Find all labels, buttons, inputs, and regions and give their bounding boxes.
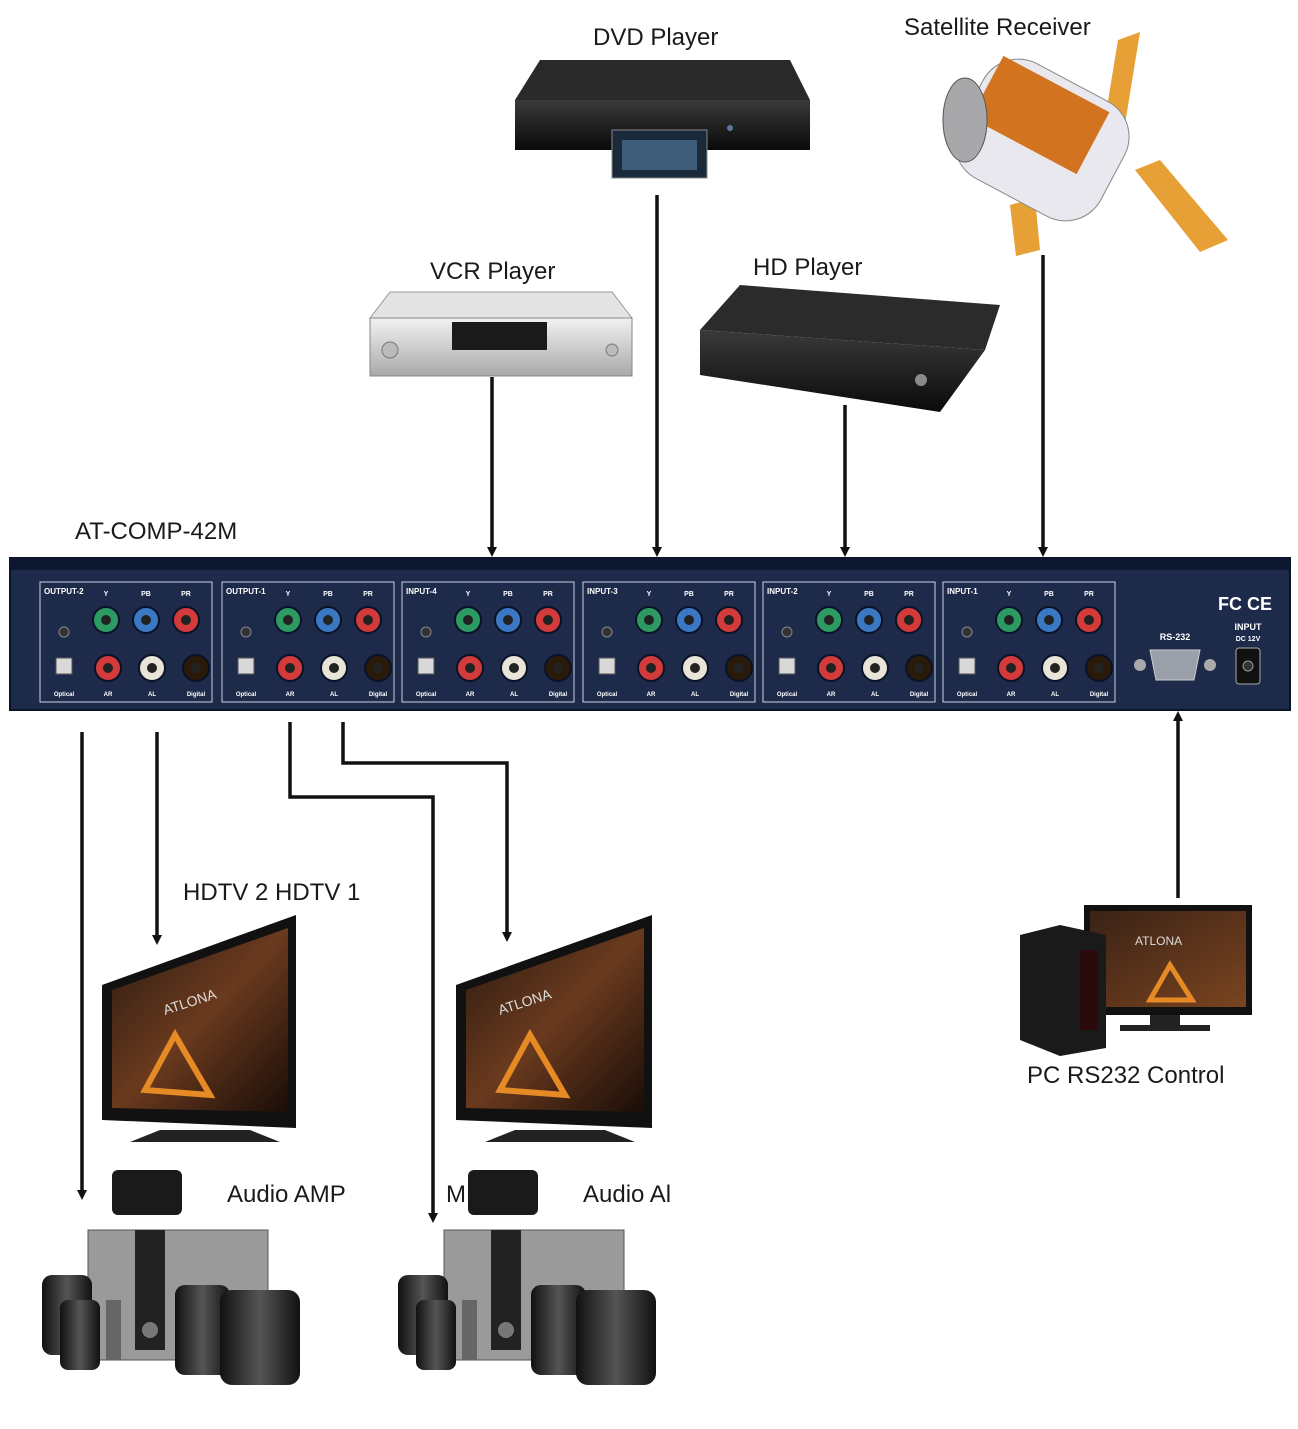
bottom-jack-label: AR (827, 692, 836, 698)
panel-section-title: INPUT-3 (587, 587, 618, 596)
bottom-jack-label: AL (148, 692, 156, 698)
jack-label: PR (1084, 591, 1094, 598)
jack-label: PR (543, 591, 553, 598)
power-input-sub: DC 12V (1236, 636, 1261, 643)
satellite-receiver-label: Satellite Receiver (904, 14, 1091, 41)
bottom-jack-label: Optical (236, 692, 257, 698)
jack-label: PB (1044, 591, 1054, 598)
bottom-jack-label: AL (871, 692, 879, 698)
bottom-jack-label: Optical (957, 692, 978, 698)
jack-label: PB (864, 591, 874, 598)
jack-label: PB (503, 591, 513, 598)
panel-section-output-2: OUTPUT-2 Y PB PR Optical AR AL Digital (39, 581, 213, 703)
connection-arrows (77, 195, 1183, 1223)
fc-ce-marks: FC CE (1218, 594, 1272, 614)
dvd-player-device (515, 60, 810, 179)
bottom-jack-label: Digital (910, 692, 929, 698)
bottom-jack-label: Digital (187, 692, 206, 698)
bottom-jack-label: Digital (1090, 692, 1109, 698)
panel-section-title: INPUT-2 (767, 587, 798, 596)
rs232-port (1149, 649, 1201, 681)
pc-device: ATLONA (1020, 905, 1252, 1056)
bottom-jack-label: AL (691, 692, 699, 698)
bottom-jack-label: AR (104, 692, 113, 698)
hd-player-label: HD Player (753, 254, 863, 281)
bottom-jack-label: Optical (54, 692, 75, 698)
optical-port (778, 657, 796, 675)
bottom-jack-label: AL (510, 692, 518, 698)
jack-label: PB (141, 591, 151, 598)
bottom-jack-label: Optical (777, 692, 798, 698)
dvd-player-label: DVD Player (593, 24, 719, 51)
rs232-screw-left (1134, 659, 1146, 671)
bottom-jack-label: AL (330, 692, 338, 698)
bottom-jack-label: Digital (730, 692, 749, 698)
audio-amp-2-device (398, 1170, 656, 1385)
optical-port (55, 657, 73, 675)
hdtv-label: HDTV 2 HDTV 1 (183, 879, 361, 906)
jack-label: PR (363, 591, 373, 598)
pc-brand-text: ATLONA (1135, 934, 1182, 948)
jack-label: Y (466, 591, 471, 598)
panel-section-title: INPUT-4 (406, 587, 437, 596)
panel-section-output-1: OUTPUT-1 Y PB PR Optical AR AL Digital (221, 581, 395, 703)
bottom-jack-label: Optical (416, 692, 437, 698)
jack-label: PR (724, 591, 734, 598)
jack-label: Y (647, 591, 652, 598)
satellite-receiver-device (942, 32, 1228, 256)
bottom-jack-label: AR (1007, 692, 1016, 698)
rs232-screw-right (1204, 659, 1216, 671)
jack-label: Y (1007, 591, 1012, 598)
hdtv-2-device: ATLONA (102, 915, 296, 1142)
optical-port (237, 657, 255, 675)
panel-section-input-1: INPUT-1 Y PB PR Optical AR AL Digital (942, 581, 1116, 703)
jack-label: PR (181, 591, 191, 598)
bottom-jack-label: Optical (597, 692, 618, 698)
jack-label: Y (827, 591, 832, 598)
audio-amp-1-device (42, 1170, 300, 1385)
jack-label: Y (104, 591, 109, 598)
optical-port (598, 657, 616, 675)
bottom-jack-label: AR (286, 692, 295, 698)
panel-section-title: OUTPUT-2 (44, 587, 84, 596)
bottom-jack-label: Digital (549, 692, 568, 698)
jack-label: PB (323, 591, 333, 598)
audio-amp-1-label: Audio AMP (227, 1181, 346, 1208)
arrow-output1-to-hdtv1 (341, 722, 512, 942)
vcr-player-label: VCR Player (430, 258, 556, 285)
panel-section-input-4: INPUT-4 Y PB PR Optical AR AL Digital (401, 581, 575, 703)
audio-amp-2-label: Audio Al (583, 1181, 672, 1208)
rs232-port-label: RS-232 (1160, 632, 1191, 642)
jack-label: PR (904, 591, 914, 598)
power-input-label: INPUT (1235, 622, 1263, 632)
vcr-player-device (368, 291, 634, 377)
bottom-jack-label: AR (647, 692, 656, 698)
panel-section-input-3: INPUT-3 Y PB PR Optical AR AL Digital (582, 581, 756, 703)
bottom-jack-label: AL (1051, 692, 1059, 698)
jack-label: Y (286, 591, 291, 598)
hd-player-device (700, 285, 1000, 412)
panel-section-title: OUTPUT-1 (226, 587, 266, 596)
arrow-output1-to-amp2 (288, 722, 438, 1223)
pc-control-label: PC RS232 Control (1027, 1062, 1225, 1089)
jack-label: PB (684, 591, 694, 598)
panel-section-title: INPUT-1 (947, 587, 978, 596)
switcher-model-label: AT-COMP-42M (75, 518, 238, 545)
panel-section-input-2: INPUT-2 Y PB PR Optical AR AL Digital (762, 581, 936, 703)
optical-port (958, 657, 976, 675)
bottom-jack-label: Digital (369, 692, 388, 698)
hdtv-1-device: ATLONA (456, 915, 652, 1142)
audio-amp-2-fragment-label: MP (446, 1181, 482, 1208)
switcher-rear-panel: OUTPUT-2 Y PB PR Optical AR AL Digital OUTPUT-1 Y… (9, 557, 1291, 711)
bottom-jack-label: AR (466, 692, 475, 698)
optical-port (417, 657, 435, 675)
